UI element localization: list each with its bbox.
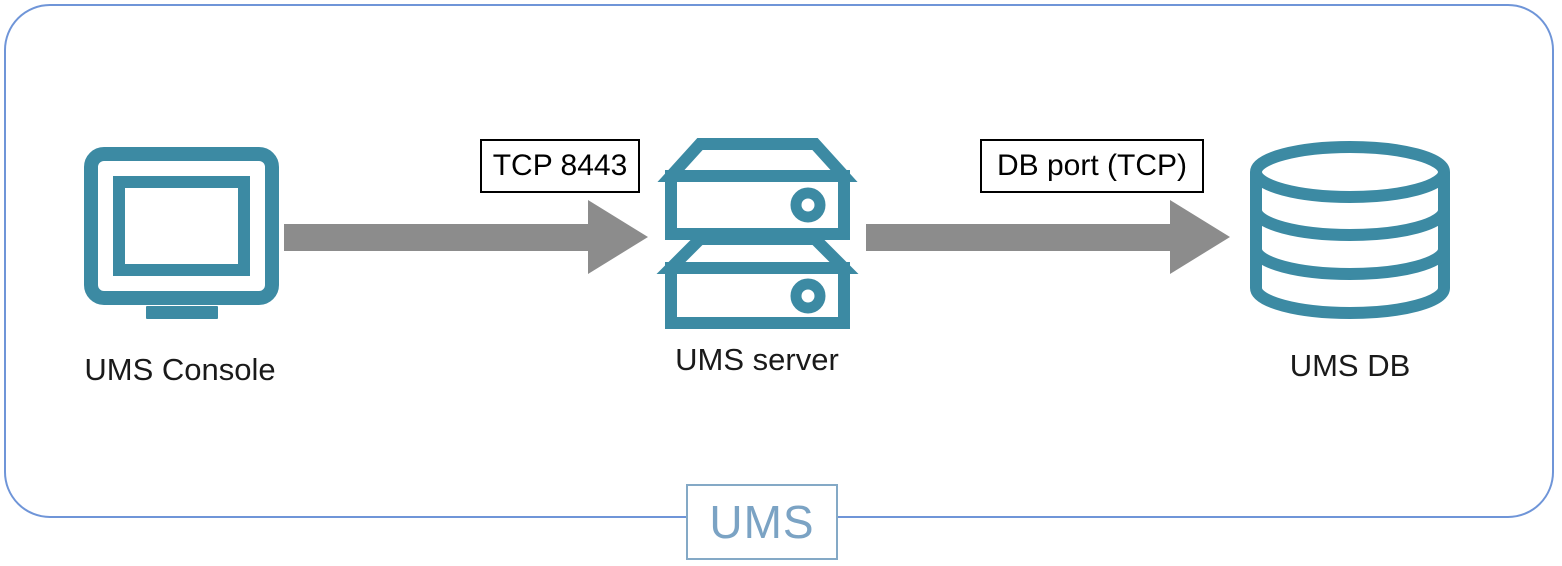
arrow-server-to-db [866, 198, 1232, 276]
port-label-db-port[interactable]: DB port (TCP) [980, 139, 1204, 193]
node-ums-server[interactable]: UMS server [595, 130, 919, 375]
database-cylinder-icon [1250, 141, 1450, 319]
database-icon-wrap [1188, 140, 1512, 330]
server-icon-wrap [595, 130, 919, 330]
server-rack-icon [656, 138, 859, 329]
node-label-ums-db: UMS DB [1289, 348, 1411, 383]
node-label-ums-server: UMS server [675, 342, 839, 377]
ums-badge[interactable]: UMS [686, 484, 838, 560]
server-led-icon-upper [790, 187, 826, 223]
monitor-icon [84, 147, 279, 319]
arrow-console-to-server [284, 198, 650, 276]
node-label-ums-console: UMS Console [84, 352, 276, 387]
node-ums-db[interactable]: UMS DB [1188, 140, 1512, 381]
port-label-tcp-8443[interactable]: TCP 8443 [480, 139, 640, 193]
server-led-icon-lower [790, 278, 826, 314]
ums-badge-label: UMS [709, 496, 815, 548]
monitor-icon-wrap [18, 146, 342, 326]
port-label-tcp-8443-text: TCP 8443 [492, 149, 628, 182]
node-ums-console[interactable]: UMS Console [18, 146, 342, 385]
port-label-db-port-text: DB port (TCP) [996, 149, 1188, 182]
